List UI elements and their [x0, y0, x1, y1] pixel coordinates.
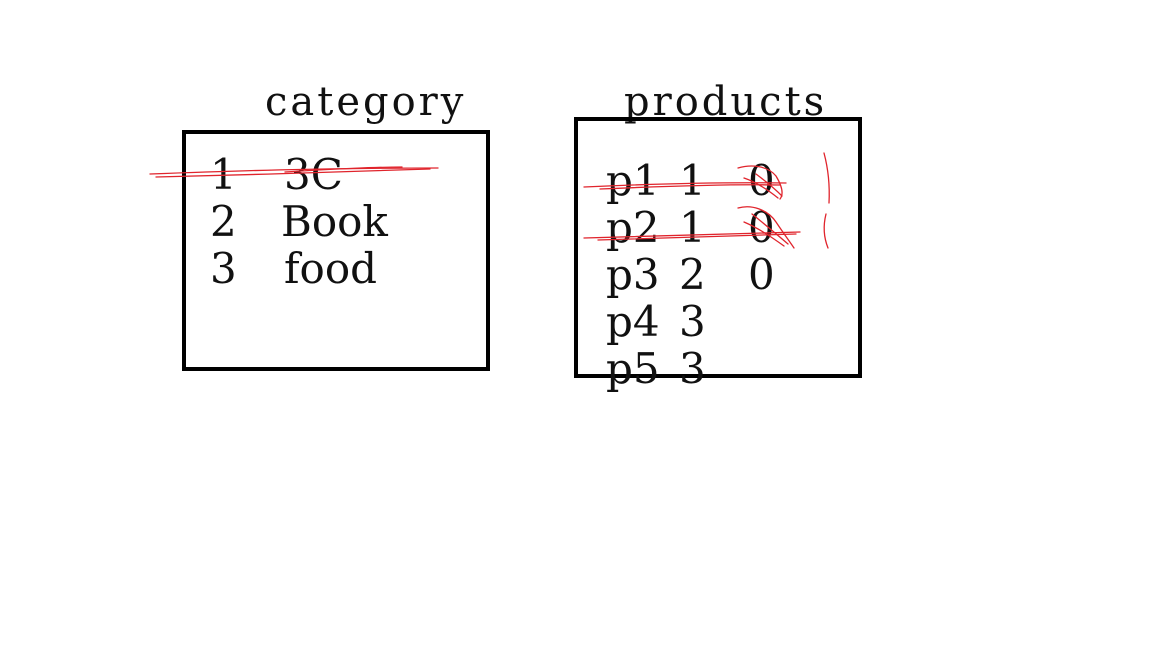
products-title: products: [624, 79, 828, 125]
product-name: p5: [606, 344, 660, 393]
product-name: p1: [606, 156, 660, 205]
category-id: 3: [210, 244, 237, 293]
product-name: p4: [606, 297, 660, 346]
product-name: p2: [606, 203, 660, 252]
product-category-id: 3: [679, 344, 706, 393]
category-name: Book: [281, 197, 388, 246]
category-name: food: [284, 244, 378, 293]
category-title: category: [265, 79, 467, 125]
product-value: 0: [748, 156, 775, 205]
product-value: 0: [748, 250, 775, 299]
product-category-id: 1: [679, 203, 706, 252]
category-id: 1: [210, 150, 237, 199]
category-table-box: [182, 130, 490, 371]
product-name: p3: [606, 250, 660, 299]
products-table-box: [574, 117, 862, 378]
product-category-id: 1: [679, 156, 706, 205]
product-value: 0: [748, 203, 775, 252]
category-name: 3C: [284, 150, 343, 199]
product-category-id: 2: [679, 250, 706, 299]
category-id: 2: [210, 197, 237, 246]
product-category-id: 3: [679, 297, 706, 346]
